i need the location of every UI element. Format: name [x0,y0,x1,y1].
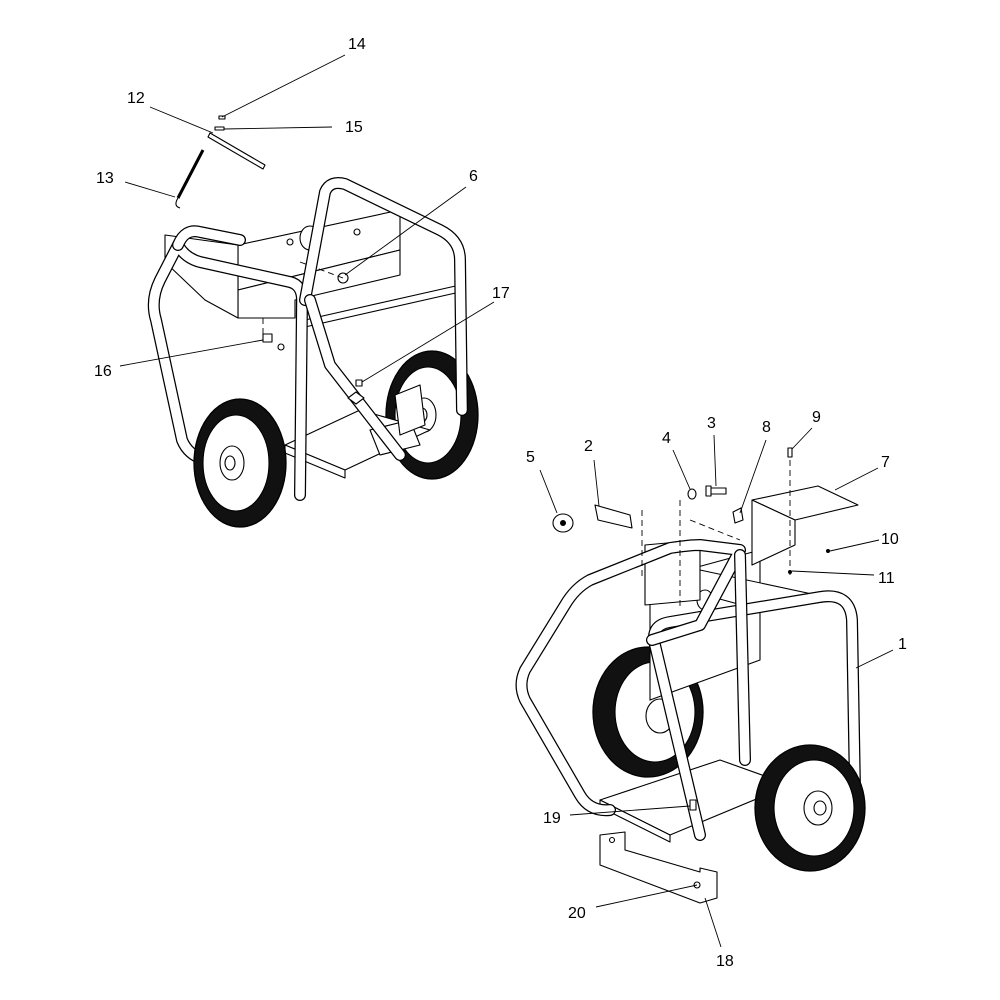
callout-4: 4 [662,430,671,447]
part-3-bolt [705,485,727,497]
callout-10: 10 [881,531,899,548]
part-14-clip [218,115,226,120]
part-9-screw [787,447,793,458]
callout-2: 2 [584,438,593,455]
cart-assembly-front-view [515,447,866,904]
part-5-knob [552,513,574,533]
part-16-latch [262,333,273,343]
callout-7: 7 [881,454,890,471]
part-15-washer [214,126,225,131]
part-13-rod [176,149,205,199]
callout-labels: 14 12 15 13 6 17 16 5 2 4 3 8 9 7 10 11 … [94,36,907,970]
callout-18: 18 [716,953,734,970]
callout-11: 11 [878,570,895,587]
callout-19: 19 [543,810,561,827]
leader-lines [119,54,894,948]
part-8-clip [732,507,744,524]
callout-14: 14 [348,36,366,53]
callout-3: 3 [707,415,716,432]
callout-13: 13 [96,170,114,187]
part-18-skid-bracket [599,831,718,904]
callout-15: 15 [345,119,363,136]
callout-16: 16 [94,363,112,380]
callout-12: 12 [127,90,145,107]
part-19-bolt [689,799,697,811]
callout-1: 1 [898,636,907,653]
wheel [193,398,287,528]
callout-6: 6 [469,168,478,185]
callout-5: 5 [526,449,535,466]
part-12-strap [207,132,266,170]
wheel [754,744,866,872]
callout-17: 17 [492,285,510,302]
part-4-washer [687,488,697,500]
part-10-nut [826,549,830,553]
part-2-bracket [594,504,633,529]
part-17-bolt [355,379,363,387]
cart-assembly-rear-view [147,115,479,528]
callout-9: 9 [812,409,821,426]
callout-8: 8 [762,419,771,436]
callout-20: 20 [568,905,586,922]
